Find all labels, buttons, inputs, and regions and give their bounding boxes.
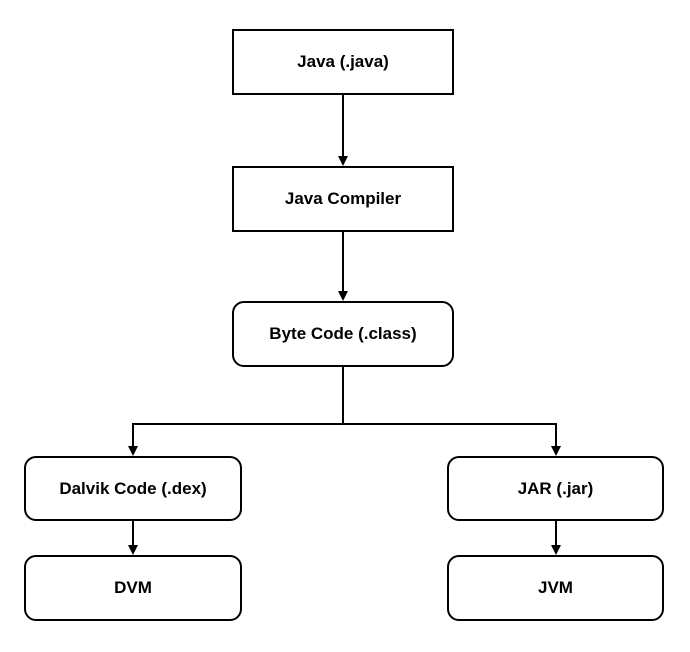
- node-dalvik-code: Dalvik Code (.dex): [24, 456, 242, 521]
- node-java-source-label: Java (.java): [297, 52, 389, 71]
- node-java-compiler-label: Java Compiler: [284, 189, 402, 208]
- node-java-compiler: Java Compiler: [232, 166, 454, 232]
- node-jvm-label: JVM: [538, 578, 573, 597]
- node-byte-code: Byte Code (.class): [232, 301, 454, 367]
- node-dalvik-code-label: Dalvik Code (.dex): [59, 478, 207, 498]
- node-dvm: DVM: [24, 555, 242, 621]
- node-jvm: JVM: [447, 555, 664, 621]
- node-jar-label: JAR (.jar): [517, 478, 594, 498]
- node-byte-code-label: Byte Code (.class): [269, 324, 417, 343]
- node-jar: JAR (.jar): [447, 456, 664, 521]
- node-dvm-label: DVM: [114, 578, 152, 597]
- node-java-source: Java (.java): [232, 29, 454, 95]
